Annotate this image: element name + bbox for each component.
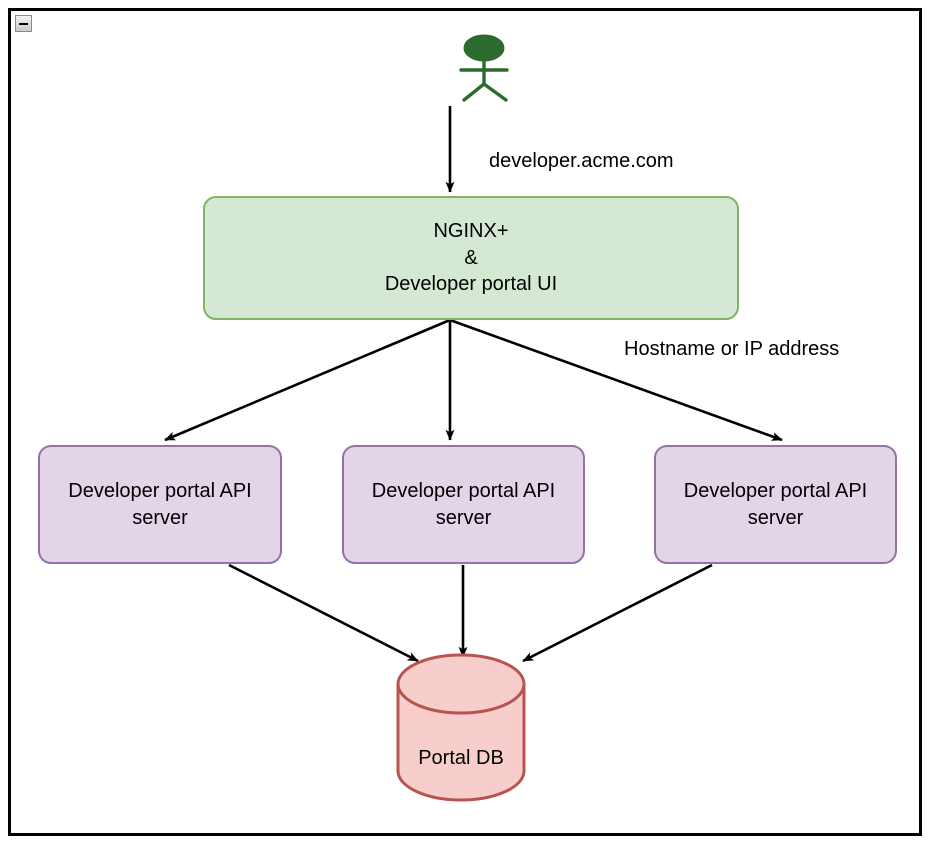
- edge-nginx-to-api-3: [449, 318, 783, 442]
- api-server-3-label: Developer portal API server: [683, 480, 868, 529]
- portal-db-label: Portal DB: [418, 747, 504, 769]
- developer-portal-api-server-node-3[interactable]: Developer portal API server: [654, 445, 897, 564]
- collapse-toggle-button[interactable]: [15, 15, 32, 32]
- developer-portal-api-server-node-1[interactable]: Developer portal API server: [38, 445, 282, 564]
- nginx-developer-portal-ui-node[interactable]: NGINX+ & Developer portal UI: [203, 196, 739, 320]
- edge-nginx-to-api-1: [164, 318, 451, 442]
- minus-icon: [19, 22, 28, 25]
- nginx-node-label: NGINX+ & Developer portal UI: [384, 220, 558, 296]
- edge-api-1-to-db: [228, 563, 419, 663]
- api-server-1-label: Developer portal API server: [68, 480, 252, 529]
- developer-portal-api-server-node-2[interactable]: Developer portal API server: [342, 445, 585, 564]
- stick-figure-actor-icon: [459, 34, 509, 102]
- api-server-2-label: Developer portal API server: [371, 480, 556, 529]
- edge-label-hostname-or-ip-address: Hostname or IP address: [624, 338, 840, 360]
- edge-api-3-to-db: [522, 563, 713, 663]
- portal-db-cylinder-shape[interactable]: [396, 653, 526, 802]
- edge-label-developer-acme-com: developer.acme.com: [489, 150, 674, 172]
